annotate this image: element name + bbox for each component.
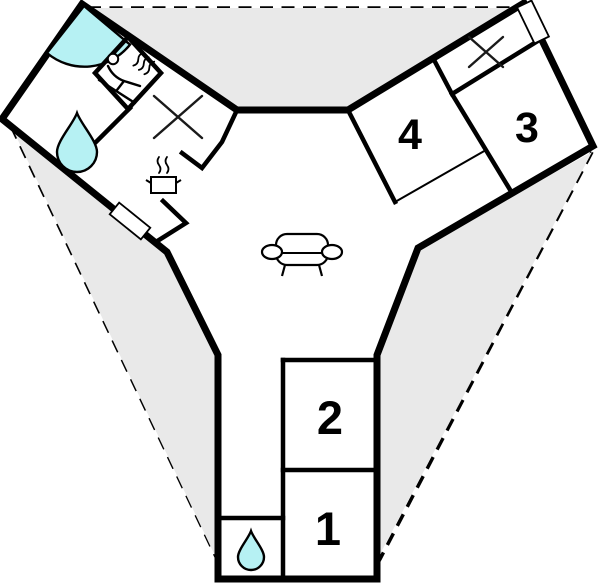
entry-vestibule-wall (155, 197, 190, 244)
room4-open-boundary (394, 149, 487, 203)
plot-shade-top (88, 8, 516, 110)
corner-bath-icon (45, 4, 132, 68)
water-drop-large-icon (55, 109, 99, 174)
cross-mark-right-icon (467, 35, 505, 69)
room-3-label: 3 (515, 104, 539, 152)
room-2-label: 2 (317, 391, 343, 444)
room-4-label: 4 (398, 111, 422, 159)
plot-shade-left (11, 126, 218, 562)
bathroom-wall (91, 104, 134, 147)
plot-shade-right (377, 152, 592, 560)
stove-pot-icon (145, 156, 182, 194)
utility-room-wall (448, 35, 545, 98)
kitchen-wall (178, 107, 240, 172)
entrance-door-left-icon (108, 201, 152, 241)
water-drop-small-icon (236, 527, 266, 572)
entrance-door-right-icon (515, 0, 551, 45)
room-1-label: 1 (315, 502, 341, 555)
wall-between-room3-room4 (448, 90, 516, 197)
room4-end-wall (345, 108, 399, 206)
sauna-steam-icon (132, 52, 156, 76)
utility-room-end-wall (429, 54, 456, 98)
plot-boundary-right (377, 151, 594, 562)
cross-mark-left-icon (152, 94, 204, 140)
sofa-icon (260, 232, 344, 277)
sauna-person-icon (97, 52, 156, 105)
